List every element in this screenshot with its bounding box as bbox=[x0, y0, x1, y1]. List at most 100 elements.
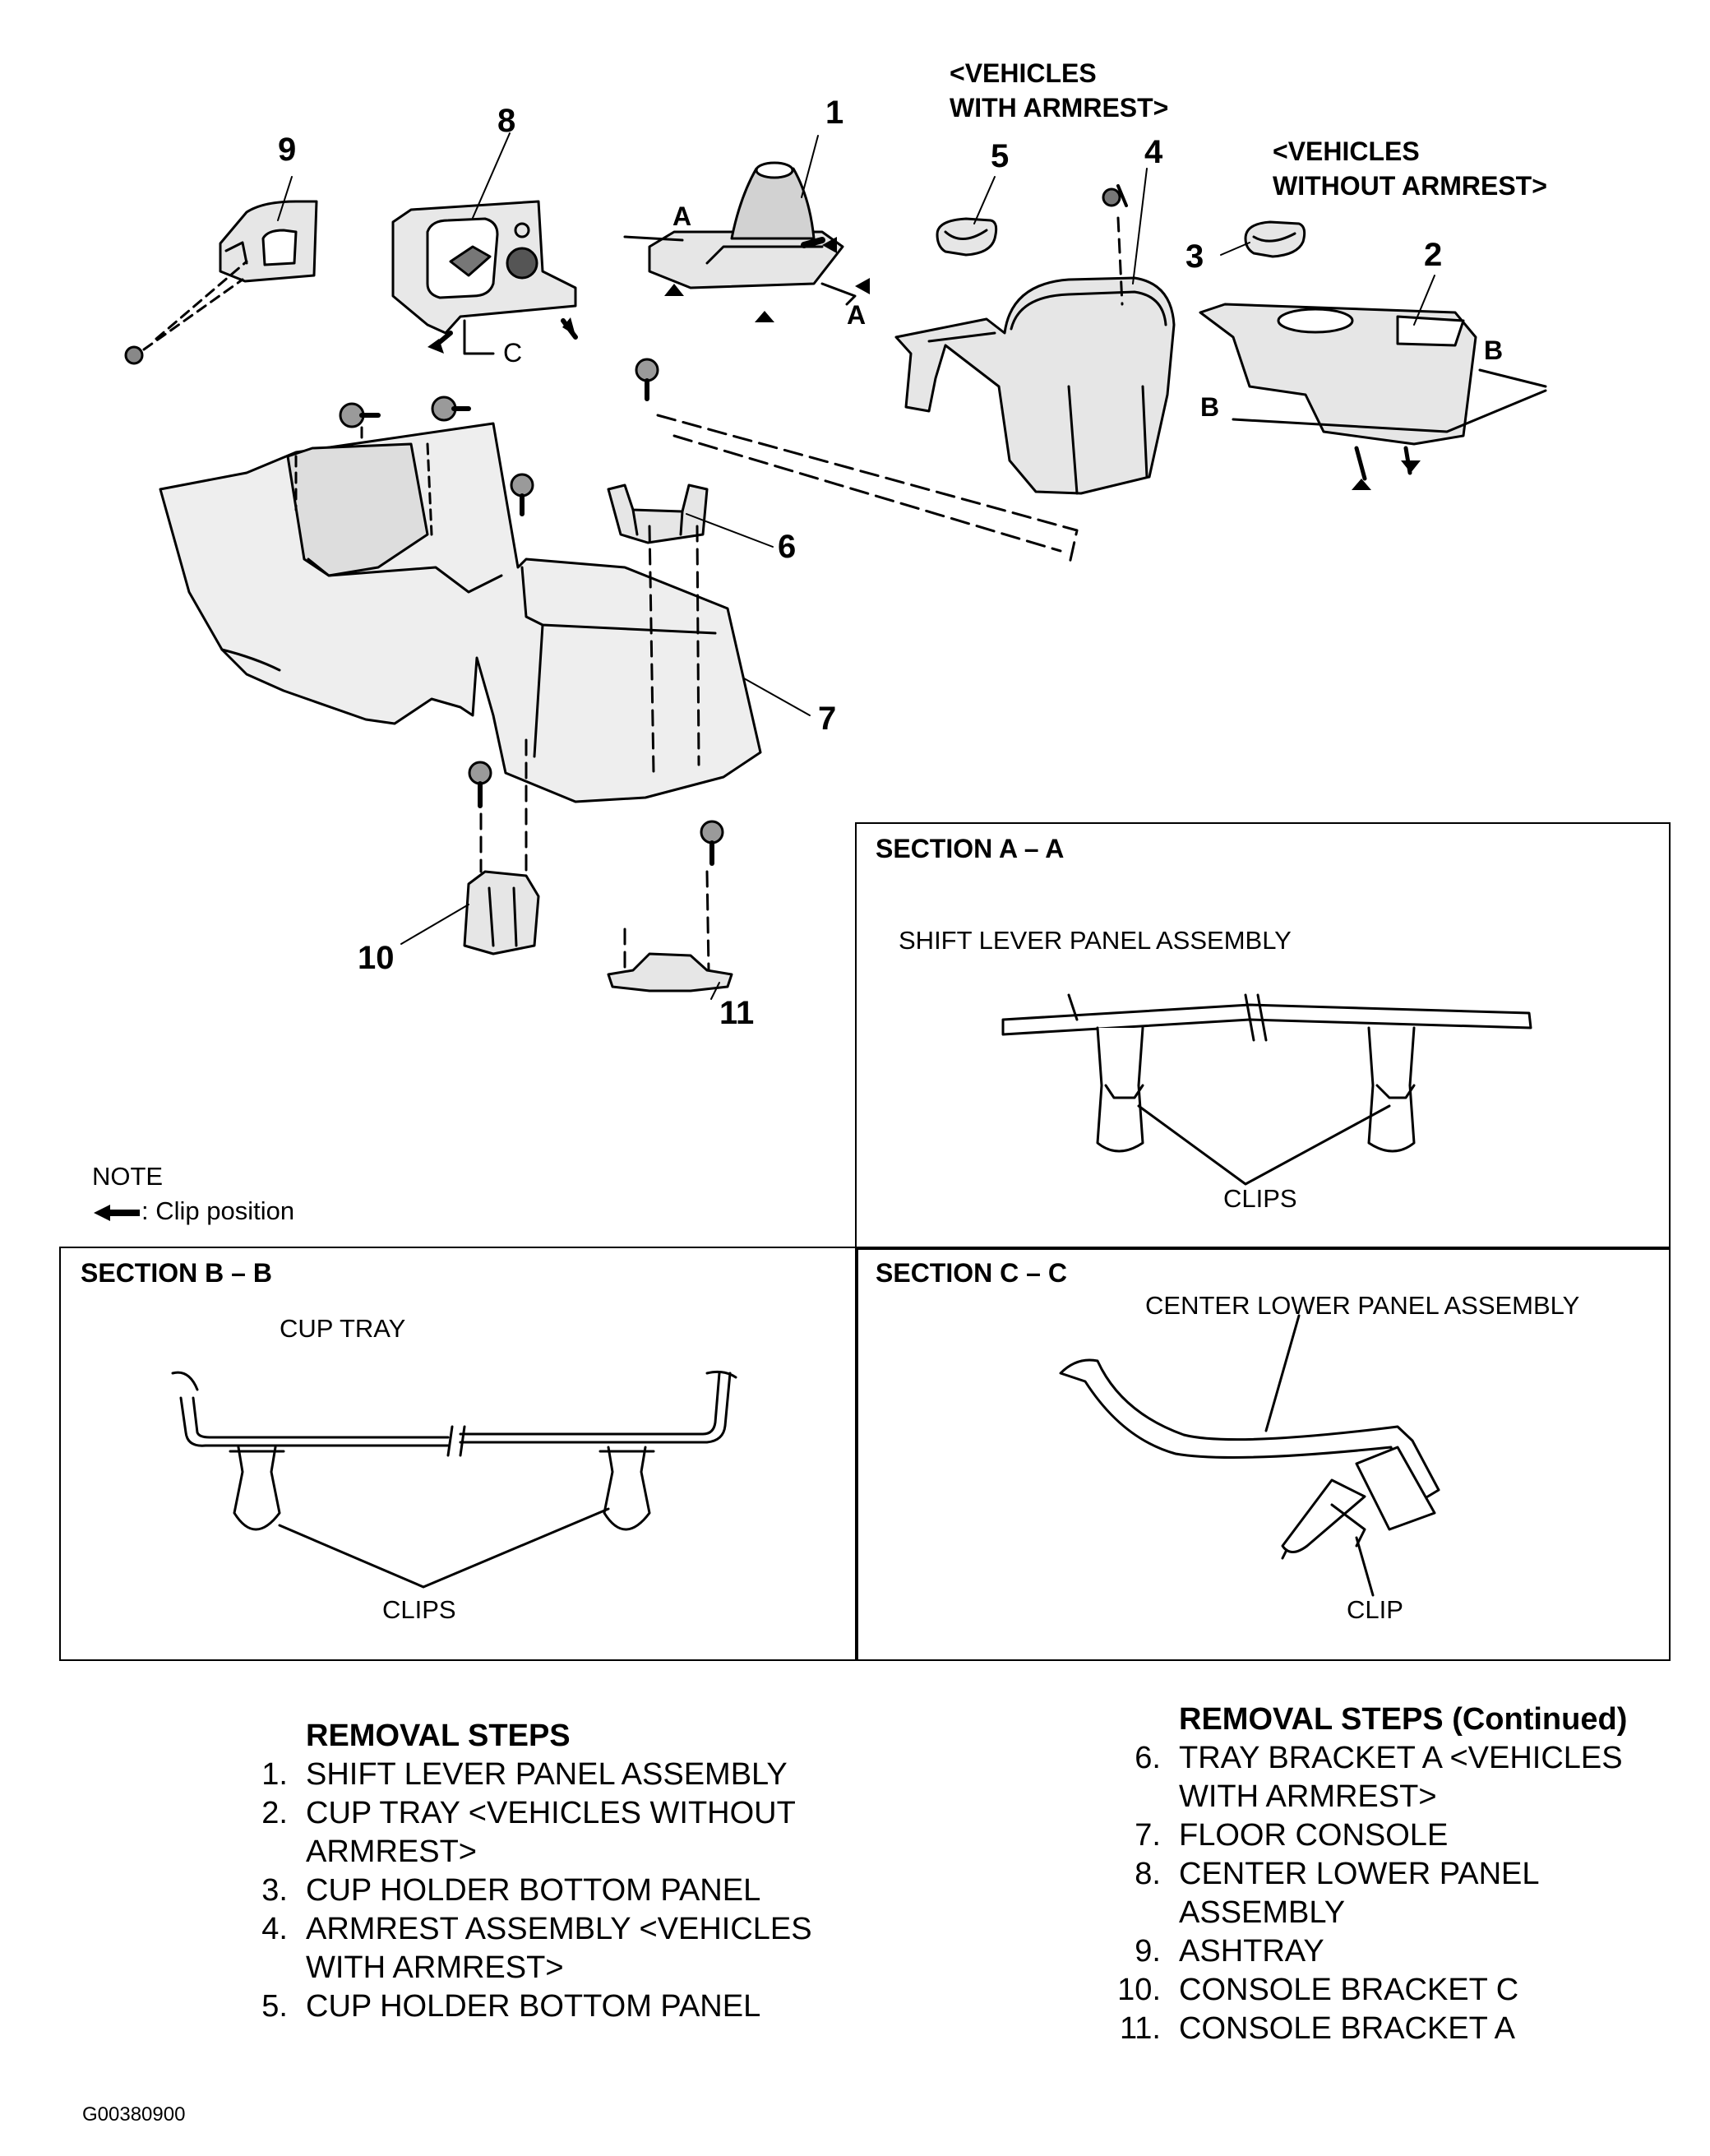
step-number: 4. bbox=[261, 1912, 288, 1946]
callout-8: 8 bbox=[497, 103, 516, 139]
step-text: CONSOLE BRACKET C bbox=[1179, 1971, 1679, 2010]
step-number: 9. bbox=[1135, 1934, 1161, 1969]
note-title: NOTE bbox=[92, 1162, 164, 1191]
step-number: 5. bbox=[261, 1989, 288, 2024]
cup-holder-bottom-panel-3 bbox=[1244, 220, 1306, 258]
header-with-armrest: <VEHICLES WITH ARMREST> bbox=[950, 58, 1169, 123]
step-text: FLOOR CONSOLE bbox=[1179, 1816, 1679, 1855]
screws bbox=[339, 358, 724, 866]
clip-arrow-icon bbox=[94, 1204, 140, 1221]
section-cc-drawing bbox=[1059, 1314, 1440, 1597]
shift-lever-panel-part bbox=[623, 161, 857, 306]
section-bb-title: SECTION B – B bbox=[81, 1258, 272, 1288]
step-text-line: CUP HOLDER BOTTOM PANEL bbox=[306, 1873, 761, 1908]
step-number: 11. bbox=[1119, 2011, 1161, 2046]
removal-step-item: 2. CUP TRAY <VEHICLES WITHOUT ARMREST> bbox=[230, 1794, 855, 1871]
ashtray-part bbox=[124, 200, 318, 365]
section-cc-clip-label: CLIP bbox=[1347, 1595, 1403, 1624]
callout-10: 10 bbox=[358, 940, 395, 976]
step-text-line: WITH ARMREST> bbox=[306, 1950, 564, 1985]
step-number: 8. bbox=[1135, 1857, 1161, 1891]
callout-5: 5 bbox=[991, 138, 1010, 174]
step-text-line: ASSEMBLY bbox=[1179, 1895, 1346, 1930]
section-cc-title: SECTION C – C bbox=[876, 1258, 1067, 1288]
section-mark-a-right: A bbox=[847, 300, 867, 330]
step-number: 3. bbox=[261, 1873, 288, 1908]
step-text: CENTER LOWER PANEL ASSEMBLY bbox=[1179, 1855, 1679, 1932]
callout-2: 2 bbox=[1424, 237, 1443, 273]
section-bb-box bbox=[59, 1247, 858, 1661]
callout-7: 7 bbox=[818, 701, 837, 737]
callout-leaders bbox=[277, 132, 1435, 1000]
section-mark-c: C bbox=[503, 338, 523, 368]
section-mark-b-left: B bbox=[1200, 392, 1220, 422]
step-number: 1. bbox=[261, 1757, 288, 1792]
section-bb-drawing bbox=[171, 1370, 737, 1589]
removal-step-item: 1. SHIFT LEVER PANEL ASSEMBLY bbox=[230, 1756, 855, 1794]
cup-tray-part bbox=[1199, 303, 1547, 481]
step-text-line: ARMREST> bbox=[306, 1834, 477, 1869]
step-text: ASHTRAY bbox=[1179, 1932, 1679, 1971]
floor-console-part bbox=[159, 414, 1079, 803]
removal-steps-continued: REMOVAL STEPS (Continued) 6. TRAY BRACKET… bbox=[1103, 1700, 1679, 2048]
step-text: CUP TRAY <VEHICLES WITHOUT ARMREST> bbox=[306, 1794, 855, 1871]
removal-step-item: 5. CUP HOLDER BOTTOM PANEL bbox=[230, 1987, 855, 2026]
figure-code: G00380900 bbox=[82, 2103, 186, 2126]
section-mark-a-left: A bbox=[672, 201, 692, 231]
callout-11: 11 bbox=[719, 995, 755, 1031]
console-bracket-a-part bbox=[607, 870, 733, 992]
removal-steps-title: REMOVAL STEPS bbox=[306, 1719, 571, 1753]
console-bracket-c-part bbox=[463, 738, 540, 955]
section-aa-title: SECTION A – A bbox=[876, 834, 1065, 863]
removal-step-item: 8. CENTER LOWER PANEL ASSEMBLY bbox=[1103, 1855, 1679, 1932]
removal-step-item: 10.CONSOLE BRACKET C bbox=[1103, 1971, 1679, 2010]
removal-step-item: 9. ASHTRAY bbox=[1103, 1932, 1679, 1971]
removal-steps-continued-title: REMOVAL STEPS (Continued) bbox=[1179, 1702, 1628, 1737]
step-text: SHIFT LEVER PANEL ASSEMBLY bbox=[306, 1756, 855, 1794]
section-aa-drawing bbox=[1001, 993, 1532, 1186]
step-text-line: CONSOLE BRACKET C bbox=[1179, 1973, 1519, 2007]
section-aa-clip-label: CLIPS bbox=[1223, 1184, 1297, 1213]
callout-1: 1 bbox=[825, 95, 844, 131]
removal-step-item: 11. CONSOLE BRACKET A bbox=[1103, 2010, 1679, 2048]
callout-4: 4 bbox=[1144, 134, 1163, 170]
step-number: 2. bbox=[261, 1796, 288, 1830]
section-bb-clip-label: CLIPS bbox=[382, 1595, 456, 1624]
step-text: CUP HOLDER BOTTOM PANEL bbox=[306, 1871, 855, 1910]
removal-steps-list: 1. SHIFT LEVER PANEL ASSEMBLY 2. CUP TRAY <… bbox=[230, 1756, 855, 2026]
callout-9: 9 bbox=[278, 132, 297, 168]
header-without-armrest: <VEHICLES WITHOUT ARMREST> bbox=[1273, 136, 1547, 201]
section-aa-box bbox=[855, 822, 1671, 1250]
section-mark-b-right: B bbox=[1484, 335, 1504, 365]
section-aa-part-label: SHIFT LEVER PANEL ASSEMBLY bbox=[899, 926, 1292, 955]
removal-step-item: 7. FLOOR CONSOLE bbox=[1103, 1816, 1679, 1855]
step-text-line: FLOOR CONSOLE bbox=[1179, 1818, 1449, 1853]
removal-step-item: 3. CUP HOLDER BOTTOM PANEL bbox=[230, 1871, 855, 1910]
step-number: 6. bbox=[1135, 1741, 1161, 1775]
section-bb-part-label: CUP TRAY bbox=[280, 1314, 406, 1343]
step-text-line: CONSOLE BRACKET A bbox=[1179, 2011, 1515, 2046]
step-text-line: CUP HOLDER BOTTOM PANEL bbox=[306, 1989, 761, 2024]
step-text-line: TRAY BRACKET A <VEHICLES bbox=[1179, 1741, 1623, 1775]
step-number: 7. bbox=[1135, 1818, 1161, 1853]
tray-bracket-a-part bbox=[607, 483, 709, 544]
cup-holder-bottom-panel-5 bbox=[936, 217, 998, 257]
section-cc-box bbox=[855, 1247, 1671, 1661]
removal-steps: REMOVAL STEPS 1. SHIFT LEVER PANEL ASSEMB… bbox=[230, 1717, 855, 2026]
armrest-assembly-part bbox=[894, 184, 1176, 495]
center-lower-panel-part bbox=[391, 200, 578, 355]
section-cc-part-label: CENTER LOWER PANEL ASSEMBLY bbox=[1145, 1291, 1580, 1320]
step-text: CONSOLE BRACKET A bbox=[1179, 2010, 1679, 2048]
note: NOTE : Clip position bbox=[92, 1159, 294, 1228]
step-text: CUP HOLDER BOTTOM PANEL bbox=[306, 1987, 855, 2026]
clip-position-arrows bbox=[428, 237, 1421, 490]
step-text-line: CUP TRAY <VEHICLES WITHOUT bbox=[306, 1796, 796, 1830]
step-text-line: CENTER LOWER PANEL bbox=[1179, 1857, 1540, 1891]
step-text-line: ASHTRAY bbox=[1179, 1934, 1324, 1969]
note-text: : Clip position bbox=[141, 1196, 295, 1225]
